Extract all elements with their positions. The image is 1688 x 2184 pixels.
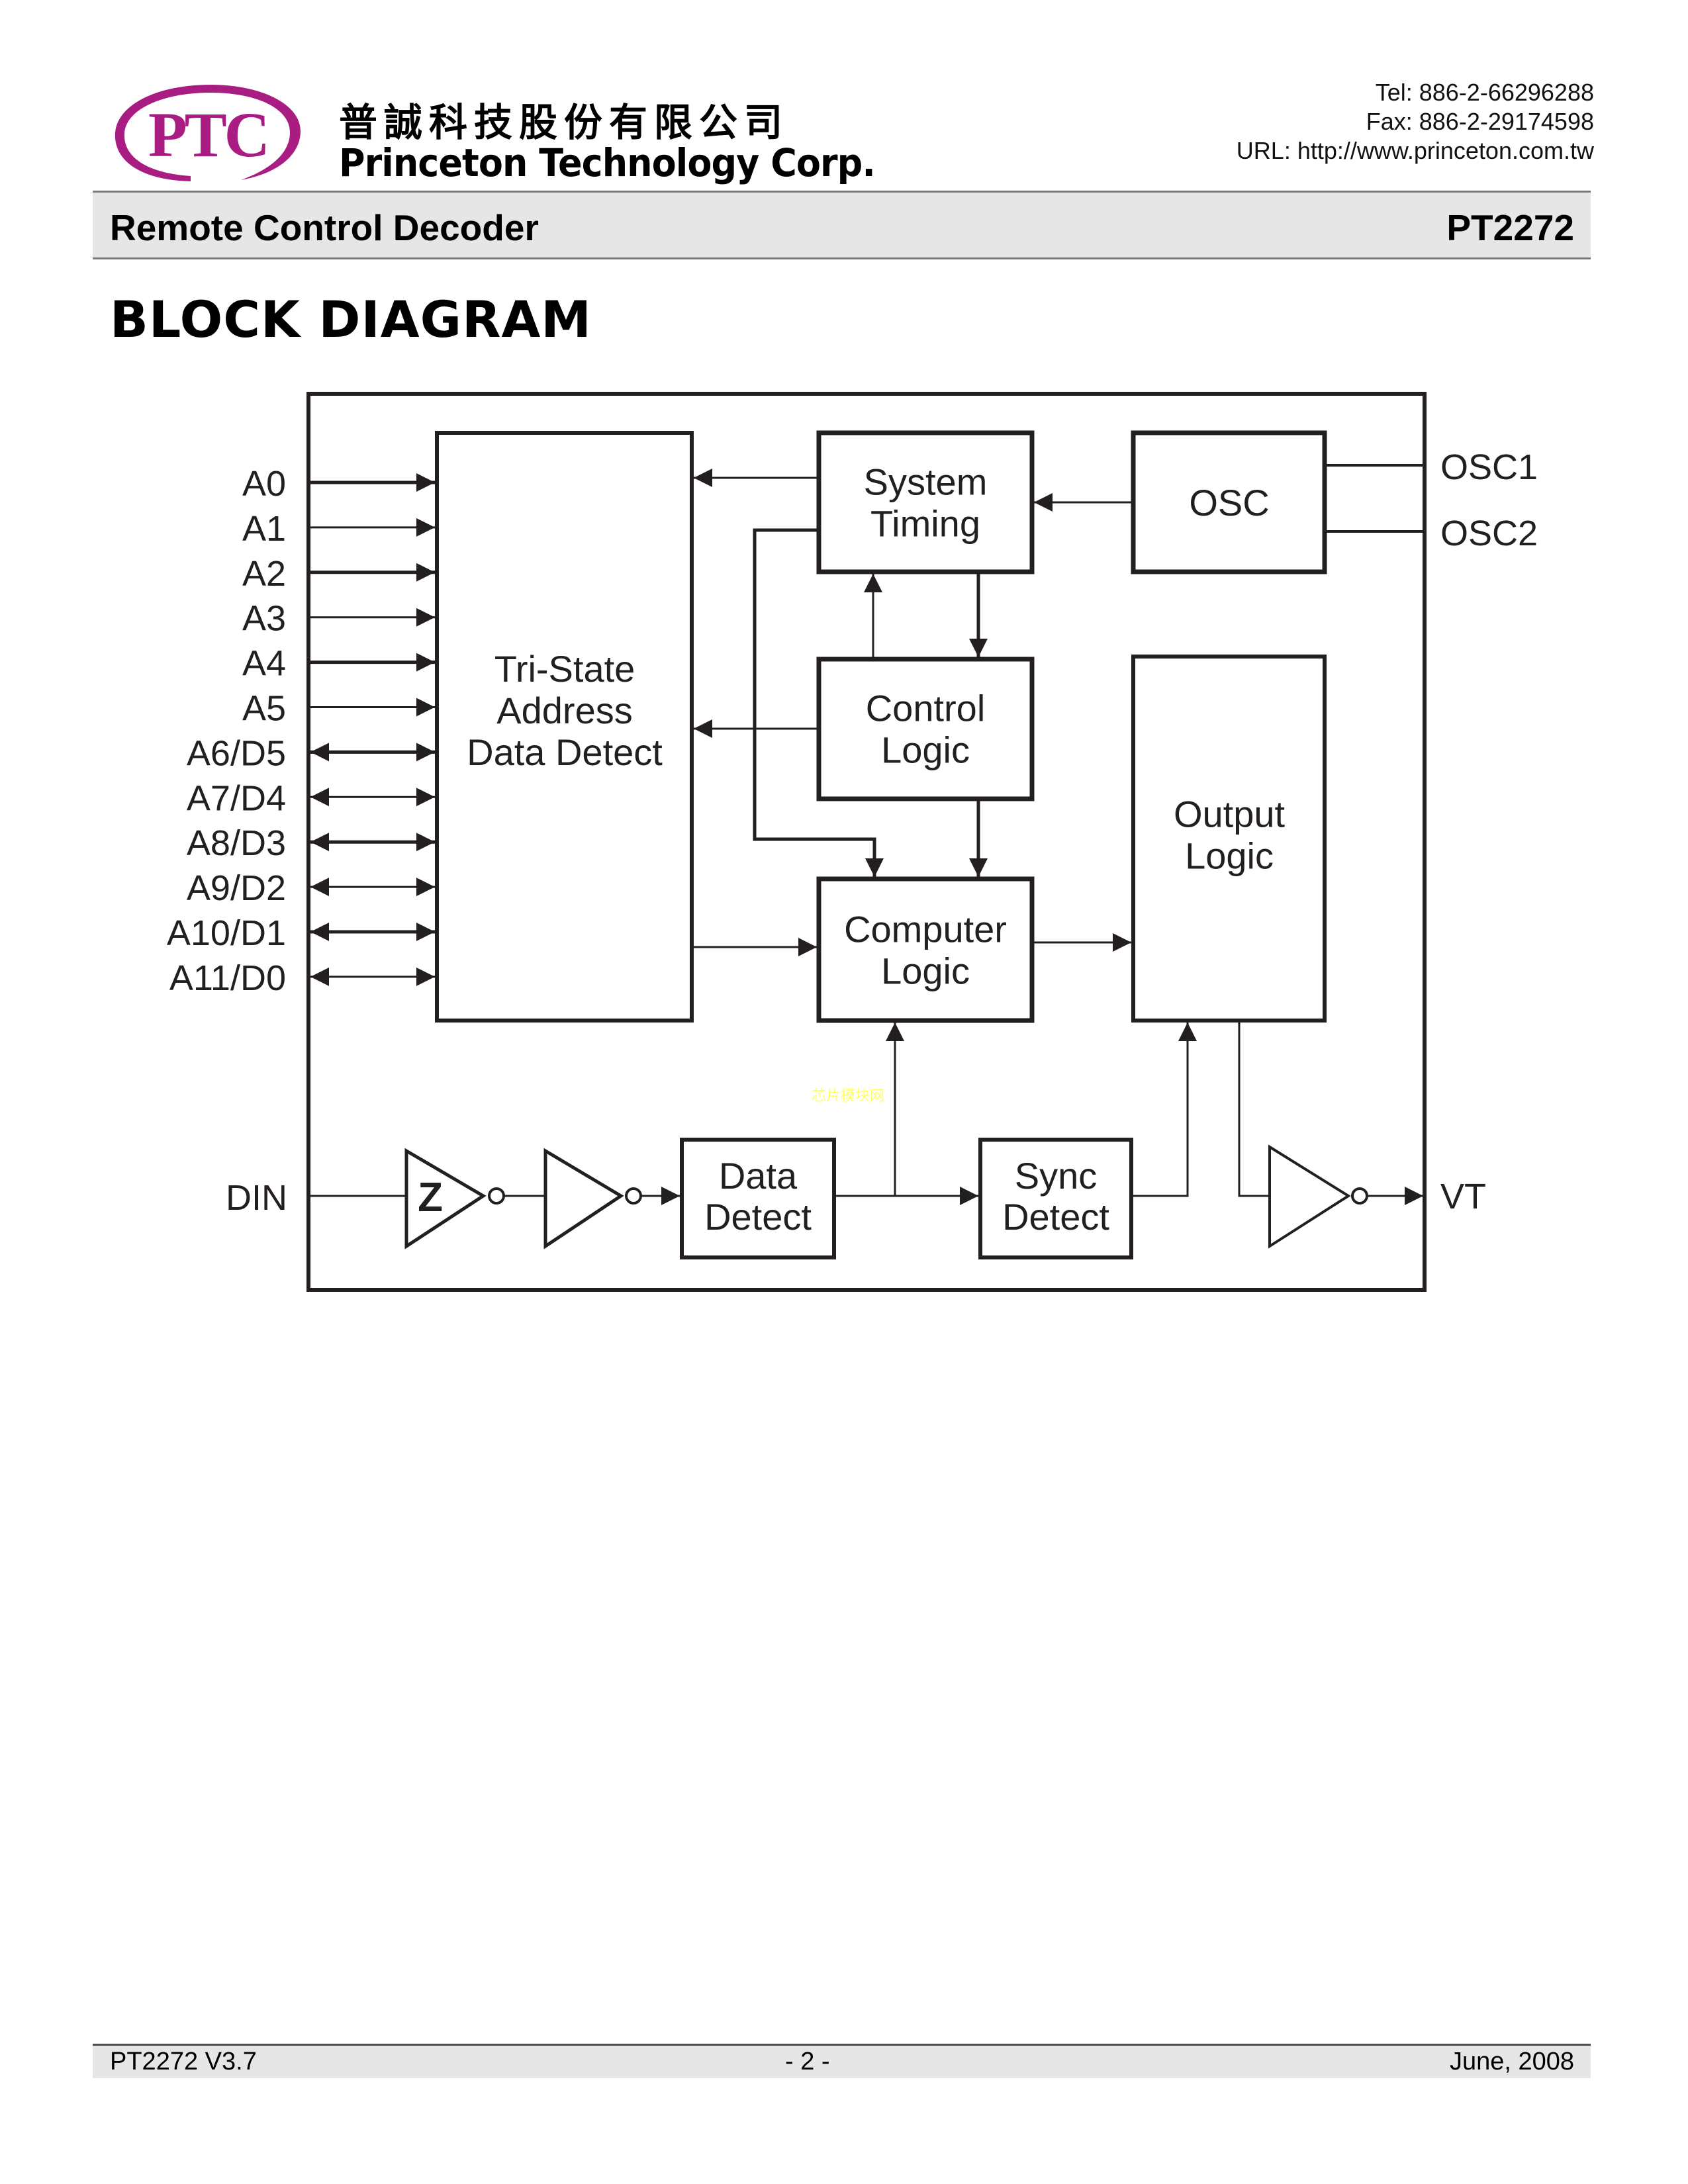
schmitt-trigger-inverter: [404, 1148, 487, 1250]
pin-label-vt: VT: [1440, 1177, 1486, 1216]
footer-date: June, 2008: [1449, 2048, 1574, 2075]
pin-label-din: DIN: [226, 1178, 287, 1218]
system-timing-block: [816, 430, 1035, 574]
contact-tel: Tel: 886-2-66296288: [1375, 79, 1594, 106]
block-label-output-logic-1: Output: [1174, 794, 1286, 835]
document-header-bar: [93, 191, 1591, 259]
pin-label-a4: A4: [242, 644, 286, 684]
block-label-output-logic-2: Logic: [1185, 835, 1274, 877]
sync-detect-block: [978, 1138, 1133, 1259]
pin-label-a8-d3: A8/D3: [187, 823, 286, 863]
pin-label-a9-d2: A9/D2: [187, 868, 286, 908]
inverter-gate: [543, 1148, 624, 1250]
output-to-vt-wire: [1238, 1019, 1271, 1197]
block-label-control-logic-2: Logic: [881, 729, 970, 771]
timing-to-computer-arrow: [753, 528, 884, 877]
pin-label-a10-d1: A10/D1: [167, 913, 286, 953]
footer-page-number: - 2 -: [785, 2048, 830, 2075]
block-label-data-detect-1: Data: [719, 1155, 798, 1197]
block-label-system-timing-1: System: [864, 461, 988, 503]
company-name-english: Princeton Technology Corp.: [339, 140, 876, 185]
tristate-address-data-detect-block: [435, 431, 694, 1023]
pin-label-osc1: OSC1: [1440, 447, 1538, 487]
block-label-computer-logic-1: Computer: [844, 909, 1007, 950]
block-label-computer-logic-2: Logic: [881, 950, 970, 992]
vt-inverter-bubble: [1351, 1187, 1368, 1205]
block-label-tristate-3: Data Detect: [467, 731, 663, 773]
address-pin-group: A0A1A2A3A4A5A6/D5A7/D4A8/D3A9/D2A10/D1A1…: [167, 464, 435, 998]
footer-version: PT2272 V3.7: [110, 2048, 257, 2075]
block-label-osc-1: OSC: [1189, 482, 1269, 523]
pin-label-a5: A5: [242, 689, 286, 729]
block-label-sync-detect-2: Detect: [1002, 1196, 1109, 1238]
pin-label-a11-d0: A11/D0: [169, 958, 286, 998]
inverter-bubble: [625, 1187, 642, 1205]
contact-url[interactable]: URL: http://www.princeton.com.tw: [1236, 137, 1594, 164]
vt-inverter-gate: [1268, 1144, 1351, 1249]
ptc-logo: PTC: [115, 85, 301, 181]
computer-logic-block: [816, 876, 1035, 1023]
pin-label-a6-d5: A6/D5: [187, 733, 286, 773]
document-subject: Remote Control Decoder: [110, 207, 539, 248]
sync-to-output-arrow: [1130, 1021, 1197, 1197]
chip-boundary: [306, 392, 1427, 1292]
contact-info: Tel: 886-2-66296288 Fax: 886-2-29174598 …: [1237, 78, 1594, 165]
logo-text: PTC: [148, 99, 267, 170]
data-detect-block: [680, 1138, 836, 1259]
company-name-chinese: 普誠科技股份有限公司: [339, 100, 790, 145]
pin-label-a0: A0: [242, 464, 286, 504]
watermark: 芯片模块网: [812, 1087, 884, 1104]
section-heading: BLOCK DIAGRAM: [110, 290, 592, 349]
pin-label-a7-d4: A7/D4: [187, 778, 286, 818]
contact-fax: Fax: 886-2-29174598: [1366, 108, 1594, 135]
block-label-system-timing-2: Timing: [870, 503, 980, 545]
pin-label-osc2: OSC2: [1440, 514, 1538, 553]
pin-label-a2: A2: [242, 554, 286, 594]
pin-label-a3: A3: [242, 599, 286, 639]
block-label-control-logic-1: Control: [866, 688, 986, 729]
output-logic-block: [1131, 655, 1327, 1023]
footer-bar: [93, 2044, 1591, 2078]
schmitt-inverter-bubble: [488, 1187, 505, 1205]
block-label-data-detect-2: Detect: [704, 1196, 812, 1238]
block-label-tristate-1: Tri-State: [494, 648, 635, 690]
block-label-sync-detect-1: Sync: [1015, 1155, 1098, 1197]
part-number: PT2272: [1446, 207, 1574, 248]
pin-label-a1: A1: [242, 509, 286, 549]
block-label-tristate-2: Address: [496, 690, 632, 731]
schmitt-symbol: Z: [418, 1175, 443, 1220]
